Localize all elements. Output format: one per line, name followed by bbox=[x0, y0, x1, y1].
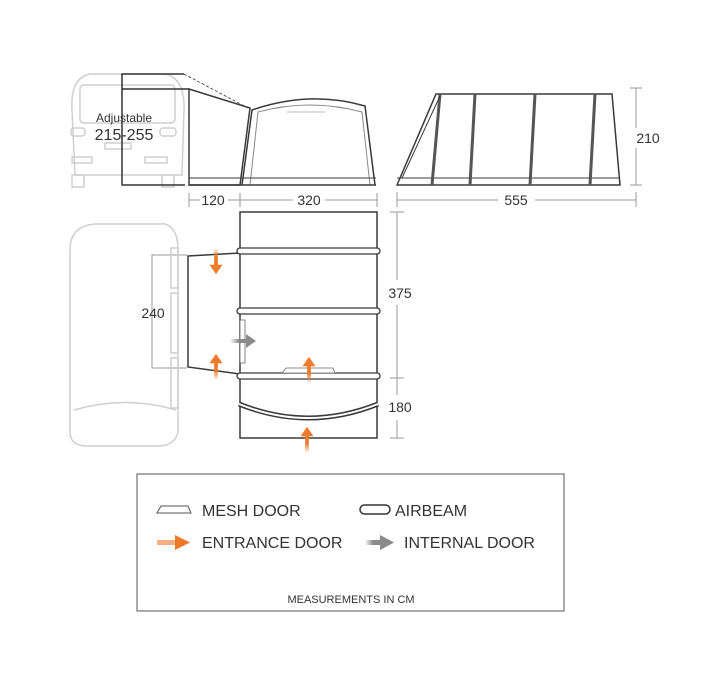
dim-total-length: 555 bbox=[504, 192, 528, 208]
dim-main-width: 320 bbox=[297, 192, 321, 208]
dim-porch-width: 120 bbox=[201, 192, 225, 208]
mesh-doors bbox=[239, 319, 336, 374]
legend-box bbox=[136, 473, 565, 612]
dim-height: 210 bbox=[636, 130, 660, 146]
dim-main-depth: 375 bbox=[388, 285, 412, 301]
vehicle-top-view bbox=[69, 223, 179, 447]
internal-arrow bbox=[230, 334, 256, 348]
legend-mesh-door: MESH DOOR bbox=[202, 503, 301, 520]
legend-entrance-door: ENTRANCE DOOR bbox=[202, 535, 342, 552]
dim-drive-width: 240 bbox=[141, 305, 165, 321]
entrance-door-icon bbox=[157, 535, 190, 550]
dimension-lines bbox=[151, 87, 642, 439]
internal-door-icon bbox=[365, 535, 394, 550]
entrance-arrows bbox=[209, 248, 316, 453]
mesh-door-icon bbox=[156, 505, 192, 514]
airbeams bbox=[236, 247, 381, 421]
tent-floor-plan bbox=[187, 211, 378, 439]
dim-front-depth: 180 bbox=[388, 399, 412, 415]
airbeam-icon bbox=[359, 504, 391, 515]
legend-internal-door: INTERNAL DOOR bbox=[404, 535, 535, 552]
tent-front-view bbox=[395, 93, 621, 186]
adjustable-range: 215-255 bbox=[95, 127, 154, 144]
legend-airbeam: AIRBEAM bbox=[395, 503, 467, 520]
adjustable-height-marker bbox=[121, 73, 249, 186]
measurements-note: MEASUREMENTS IN CM bbox=[287, 594, 414, 606]
tent-side-view bbox=[188, 87, 376, 186]
adjustable-label: Adjustable bbox=[96, 111, 152, 125]
